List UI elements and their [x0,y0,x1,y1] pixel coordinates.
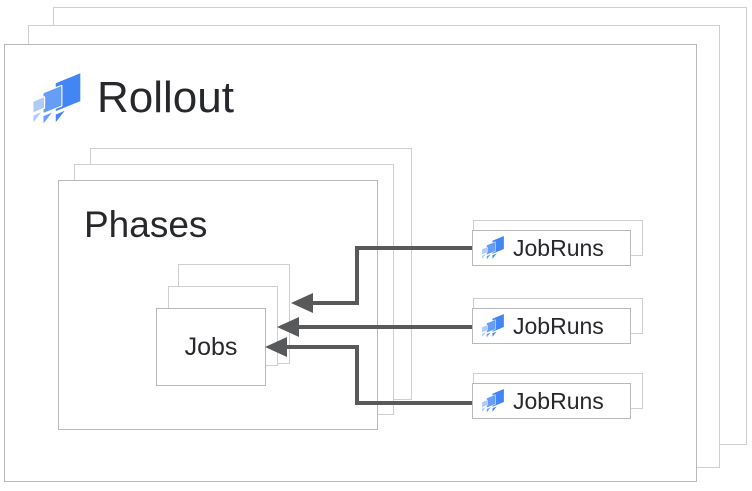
cloud-deploy-icon [481,235,505,260]
cloud-deploy-icon [481,388,505,413]
jobruns-1-card: JobRuns [472,230,631,266]
jobruns-3-card: JobRuns [472,383,631,419]
cloud-deploy-icon [32,72,82,125]
rollout-title: Rollout [97,73,234,122]
jobs-label: Jobs [184,332,238,361]
jobruns-2-label: JobRuns [513,312,604,339]
jobruns-1-label: JobRuns [513,234,604,261]
phases-title: Phases [84,204,208,245]
cloud-deploy-icon [481,313,505,338]
jobruns-3-label: JobRuns [513,387,604,414]
jobruns-2-card: JobRuns [472,308,631,344]
jobs-card [156,308,266,386]
